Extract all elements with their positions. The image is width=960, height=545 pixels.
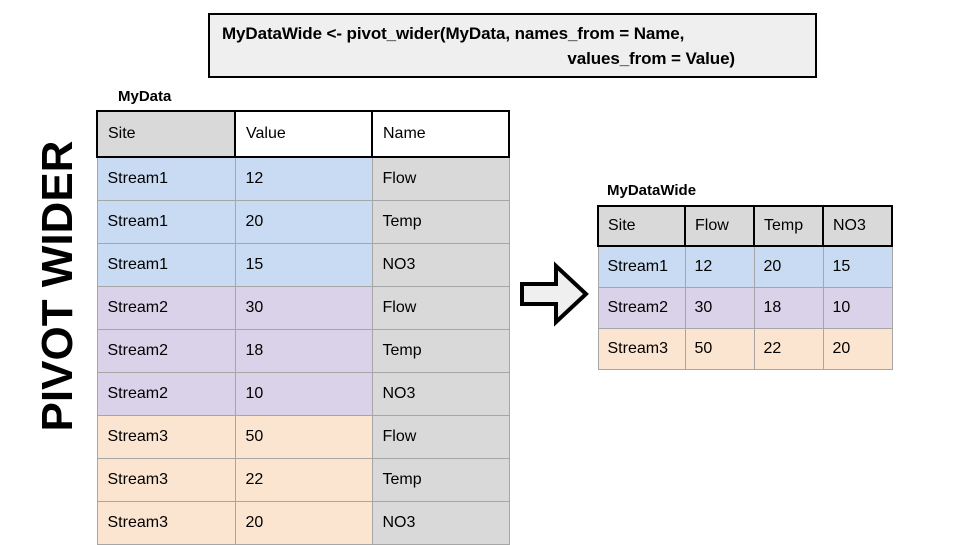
mydata-cell: Temp <box>371 200 510 244</box>
code-line-1: MyDataWide <- pivot_wider(MyData, names_… <box>222 23 685 43</box>
mydatawide-column-header: NO3 <box>822 205 893 247</box>
mydata-column-header: Name <box>371 110 510 158</box>
mydata-cell: 22 <box>234 458 373 502</box>
mydatawide-cell: 10 <box>822 287 893 329</box>
pivot-wider-code-box: MyDataWide <- pivot_wider(MyData, names_… <box>208 13 817 78</box>
mydatawide-cell: 22 <box>753 328 824 370</box>
code-line-2: values_from = Value) <box>567 48 735 68</box>
mydata-table-caption: MyData <box>118 88 172 105</box>
mydatawide-cell: 18 <box>753 287 824 329</box>
mydata-cell: Stream3 <box>96 415 236 459</box>
mydatawide-column-header: Temp <box>753 205 824 247</box>
mydata-cell: Stream3 <box>96 501 236 545</box>
mydata-cell: Flow <box>371 415 510 459</box>
mydata-cell: Temp <box>371 458 510 502</box>
mydatawide-cell: Stream2 <box>597 287 686 329</box>
mydata-cell: Stream3 <box>96 458 236 502</box>
mydata-cell: 30 <box>234 286 373 330</box>
mydatawide-cell: Stream1 <box>597 245 686 288</box>
mydata-cell: NO3 <box>371 243 510 287</box>
mydata-column-header: Value <box>234 110 373 158</box>
mydata-cell: Flow <box>371 286 510 330</box>
mydatawide-cell: 12 <box>684 245 755 288</box>
mydata-cell: Temp <box>371 329 510 373</box>
mydatawide-cell: 20 <box>753 245 824 288</box>
mydatawide-cell: Stream3 <box>597 328 686 370</box>
right-block-arrow-icon <box>518 258 590 330</box>
mydata-column-header: Site <box>96 110 236 158</box>
mydata-cell: Stream2 <box>96 372 236 416</box>
mydata-cell: 50 <box>234 415 373 459</box>
mydata-cell: 10 <box>234 372 373 416</box>
mydatawide-column-header: Flow <box>684 205 755 247</box>
mydata-cell: 15 <box>234 243 373 287</box>
right-block-arrow-svg <box>520 261 589 327</box>
mydata-cell: NO3 <box>371 372 510 416</box>
mydatawide-cell: 20 <box>822 328 893 370</box>
mydata-cell: Stream1 <box>96 200 236 244</box>
mydatawide-cell: 15 <box>822 245 893 288</box>
pivot-wider-section-label: PIVOT WIDER <box>33 140 82 432</box>
mydatawide-cell: 50 <box>684 328 755 370</box>
mydata-cell: Stream1 <box>96 156 236 201</box>
mydata-cell: Stream1 <box>96 243 236 287</box>
mydata-cell: 20 <box>234 200 373 244</box>
mydata-cell: 12 <box>234 156 373 201</box>
mydatawide-column-header: Site <box>597 205 686 247</box>
mydatawide-table-caption: MyDataWide <box>607 182 697 199</box>
mydata-cell: Flow <box>371 156 510 201</box>
mydata-cell: 20 <box>234 501 373 545</box>
mydata-cell: 18 <box>234 329 373 373</box>
mydatawide-cell: 30 <box>684 287 755 329</box>
mydata-cell: NO3 <box>371 501 510 545</box>
mydata-cell: Stream2 <box>96 286 236 330</box>
mydata-cell: Stream2 <box>96 329 236 373</box>
